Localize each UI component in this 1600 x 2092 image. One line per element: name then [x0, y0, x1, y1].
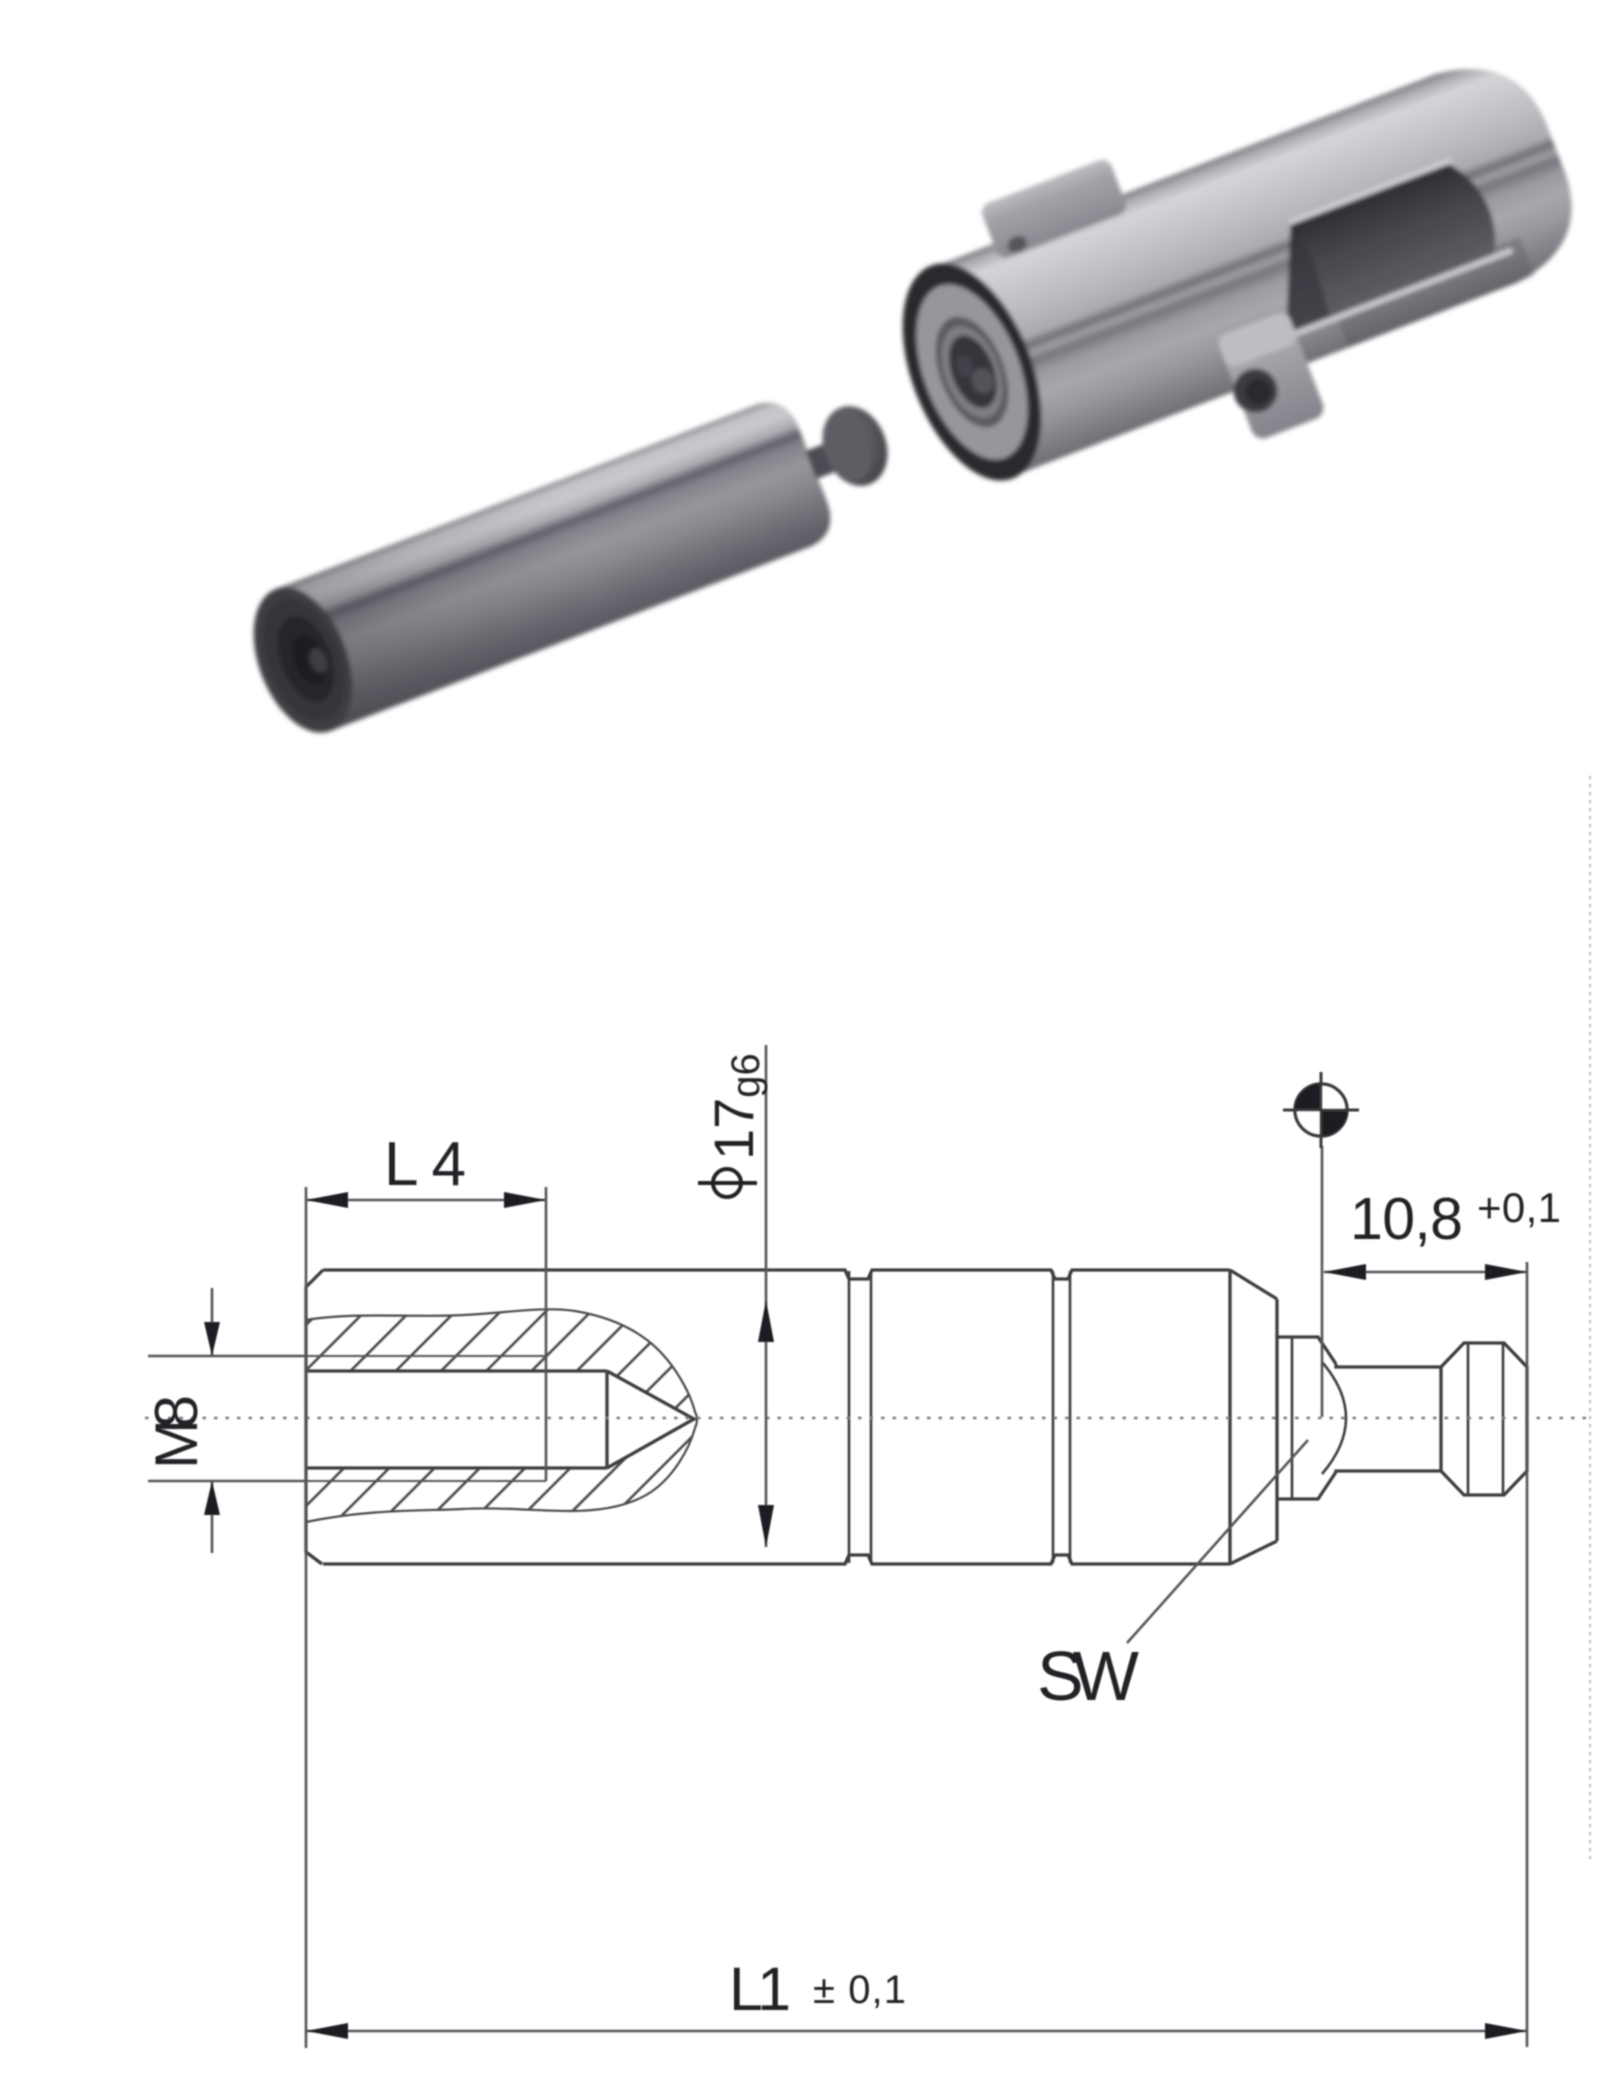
svg-text:L1: L1: [729, 1955, 791, 2023]
svg-text:± 0,1: ± 0,1: [813, 1968, 906, 2012]
svg-text:+0,1: +0,1: [1477, 1184, 1561, 1231]
svg-text:M8: M8: [143, 1395, 210, 1469]
svg-text:SW: SW: [1037, 1637, 1139, 1715]
svg-text:10,8: 10,8: [1350, 1186, 1463, 1252]
svg-text:17g6: 17g6: [702, 1053, 768, 1160]
